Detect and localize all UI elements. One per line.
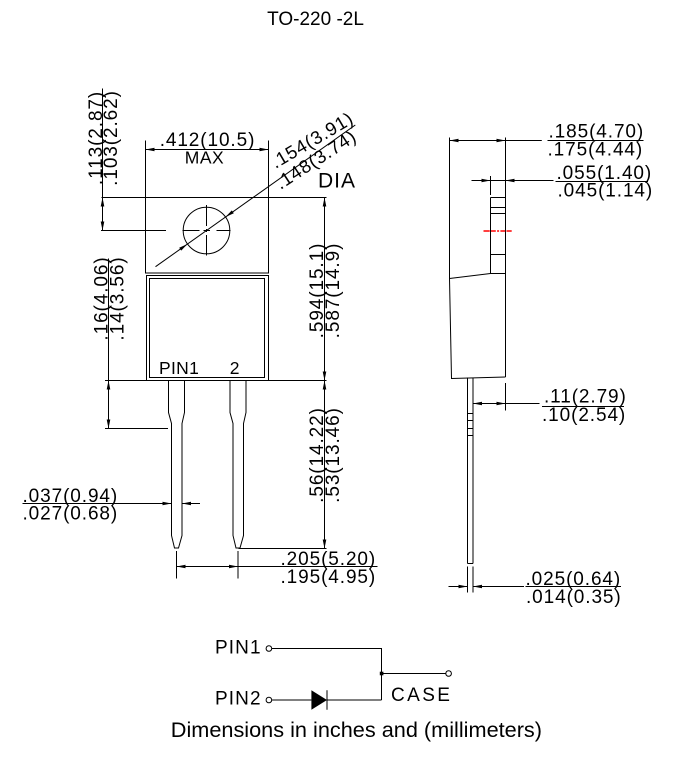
svg-text:.103(2.62): .103(2.62) [101, 90, 122, 186]
svg-text:PIN1: PIN1 [159, 358, 199, 378]
svg-text:.027(0.68): .027(0.68) [23, 504, 119, 525]
svg-text:.53(13.46): .53(13.46) [323, 407, 344, 503]
svg-text:.037(0.94): .037(0.94) [23, 486, 119, 507]
svg-text:.412(10.5): .412(10.5) [160, 130, 256, 151]
svg-text:.16(4.06): .16(4.06) [92, 256, 113, 340]
svg-text:.205(5.20): .205(5.20) [281, 549, 377, 570]
svg-text:TO-220 -2L: TO-220 -2L [267, 9, 364, 30]
svg-text:.014(0.35): .014(0.35) [526, 587, 622, 608]
svg-text:MAX: MAX [185, 148, 224, 168]
svg-text:PIN1: PIN1 [215, 638, 262, 659]
svg-text:PIN2: PIN2 [215, 689, 262, 710]
svg-text:.14(3.56): .14(3.56) [108, 256, 129, 340]
svg-text:.185(4.70): .185(4.70) [549, 122, 645, 143]
svg-text:.025(0.64): .025(0.64) [526, 569, 622, 590]
svg-text:.045(1.14): .045(1.14) [558, 181, 654, 202]
svg-text:.56(14.22): .56(14.22) [307, 407, 328, 503]
svg-text:CASE: CASE [391, 685, 452, 706]
svg-text:.594(15.1): .594(15.1) [307, 243, 328, 339]
svg-text:.113(2.87): .113(2.87) [86, 91, 107, 185]
svg-text:Dimensions in inches and (mill: Dimensions in inches and (millimeters) [171, 717, 542, 742]
svg-text:.587(14.9): .587(14.9) [323, 243, 344, 339]
svg-text:.195(4.95): .195(4.95) [281, 567, 377, 588]
svg-text:.055(1.40): .055(1.40) [557, 163, 653, 184]
svg-text:.175(4.44): .175(4.44) [548, 140, 644, 161]
svg-text:.10(2.54): .10(2.54) [542, 405, 626, 426]
svg-text:2: 2 [230, 358, 240, 378]
svg-text:.11(2.79): .11(2.79) [544, 387, 627, 408]
svg-text:DIA: DIA [318, 170, 356, 193]
